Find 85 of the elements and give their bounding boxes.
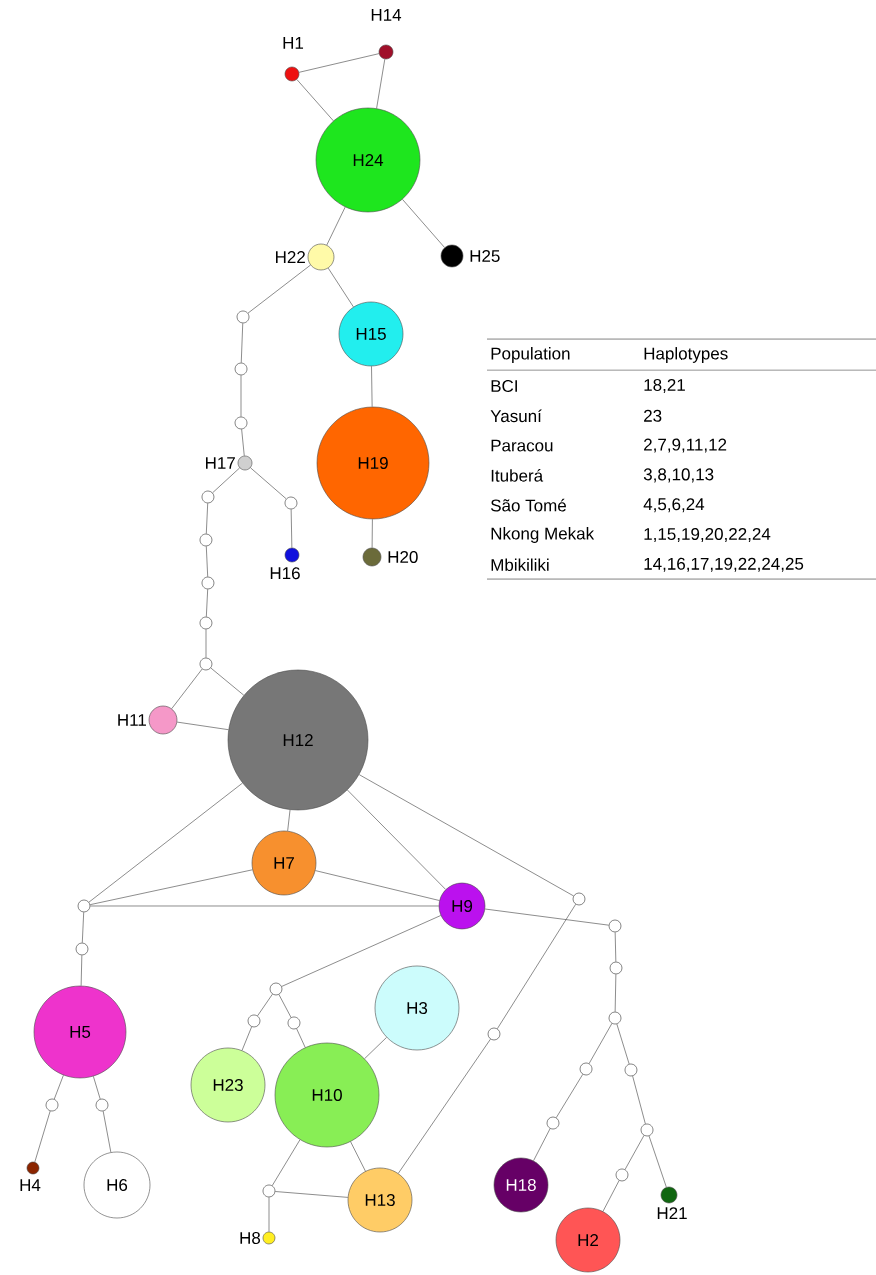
connector-line xyxy=(632,1075,646,1125)
connector-line xyxy=(34,1110,51,1163)
table-cell: 4,5,6,24 xyxy=(643,498,705,513)
connector-line xyxy=(257,993,273,1017)
table-cell: 23 xyxy=(644,409,662,422)
connector-line xyxy=(602,1180,620,1212)
connector-line xyxy=(210,667,245,696)
connector-line xyxy=(364,1037,387,1059)
table-cell: 2,7,9,11,12 xyxy=(644,438,727,453)
connector-line xyxy=(350,1141,366,1172)
table-cell: Paracou xyxy=(491,439,553,452)
connector-line xyxy=(88,782,243,903)
haplotype-label: H14 xyxy=(371,9,402,21)
connector-line xyxy=(247,264,311,314)
connector-line xyxy=(616,1023,630,1065)
connector-line xyxy=(241,1026,252,1051)
connector-line xyxy=(206,503,208,534)
connector-line xyxy=(287,809,291,832)
connector-line xyxy=(326,206,346,246)
connector-line xyxy=(268,1197,270,1232)
connector-line xyxy=(176,721,229,730)
connector-line xyxy=(290,509,293,548)
table-cell: São Tomé xyxy=(490,498,566,512)
connector-line xyxy=(80,955,83,986)
connector-line xyxy=(240,375,242,417)
connector-line xyxy=(82,912,84,943)
connector-line xyxy=(358,774,574,897)
connector-line xyxy=(315,870,440,901)
connector-line xyxy=(298,53,380,73)
table-cell: 1,15,19,20,22,24 xyxy=(644,527,771,542)
connector-line xyxy=(281,915,442,987)
haplotype-label: H11 xyxy=(118,714,146,726)
haplotype-label: H4 xyxy=(20,1179,41,1191)
connector-line xyxy=(102,1110,112,1153)
connector-line xyxy=(588,1023,613,1064)
connector-line xyxy=(90,905,439,907)
haplotype-label: H22 xyxy=(276,251,305,263)
connector-line xyxy=(89,869,253,905)
connector-line xyxy=(376,58,386,109)
haplotype-label: H16 xyxy=(270,567,300,580)
connector-line xyxy=(347,789,446,890)
table-cell: Nkong Mekak xyxy=(491,527,595,543)
connector-line xyxy=(533,1128,551,1162)
connector-line xyxy=(484,908,610,926)
connector-line xyxy=(271,1139,301,1186)
connector-line xyxy=(206,546,208,577)
connector-line xyxy=(296,1028,306,1048)
connector-line xyxy=(93,1076,101,1100)
connector-line xyxy=(648,1135,667,1188)
haplotype-label: H1 xyxy=(283,37,304,49)
table-cell: Haplotypes xyxy=(644,347,728,363)
connector-line xyxy=(402,199,445,248)
connector-line xyxy=(398,1038,491,1174)
table-cell: Yasuní xyxy=(490,409,542,423)
connector-line xyxy=(624,1135,645,1170)
connector-line xyxy=(205,629,207,658)
table-cell: Population xyxy=(491,347,570,363)
haplotype-label: H17 xyxy=(206,457,235,469)
connector-line xyxy=(614,932,617,962)
connector-line xyxy=(614,974,617,1012)
connector-line xyxy=(171,668,203,709)
table-cell: 18,21 xyxy=(644,378,685,393)
connector-line xyxy=(327,267,354,308)
connector-line xyxy=(241,428,245,457)
connector-line xyxy=(296,79,334,122)
connector-line xyxy=(278,994,292,1018)
haplotype-label: H21 xyxy=(657,1207,687,1220)
connector-line xyxy=(240,323,244,363)
connector-line xyxy=(497,904,576,1029)
connector-line xyxy=(371,519,373,548)
table-cell: BCI xyxy=(491,379,517,392)
connector-line xyxy=(556,1074,583,1118)
table-cell: Mbikiliki xyxy=(491,558,549,572)
haplotype-label: H20 xyxy=(388,550,418,563)
table-cell: 3,8,10,13 xyxy=(643,468,714,483)
table-cell: 14,16,17,19,22,24,25 xyxy=(644,557,804,572)
haplotype-label: H8 xyxy=(240,1232,261,1244)
connector-line xyxy=(206,589,208,617)
connector-line xyxy=(371,366,373,407)
table-cell: Ituberá xyxy=(491,469,544,482)
connector-line xyxy=(250,467,287,500)
connector-line xyxy=(212,467,240,494)
haplotype-label: H25 xyxy=(470,249,500,262)
connector-line xyxy=(274,1191,349,1198)
connector-line xyxy=(53,1074,64,1100)
